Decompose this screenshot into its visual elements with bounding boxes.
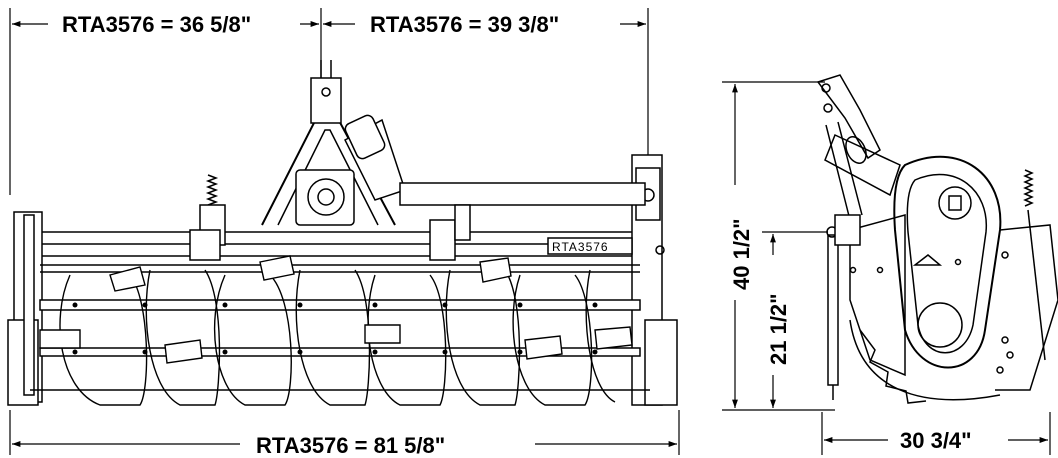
dim-depth: 30 3/4" — [900, 428, 972, 453]
dim-top-left: RTA3576 = 36 5/8" — [62, 12, 251, 37]
side-view — [816, 74, 1058, 404]
dim-bottom-width: RTA3576 = 81 5/8" — [256, 433, 445, 458]
model-plate-label: RTA3576 — [552, 240, 609, 254]
dim-top-right: RTA3576 = 39 3/8" — [370, 12, 559, 37]
dim-height-lower: 21 1/2" — [766, 293, 791, 365]
dim-height-total: 40 1/2" — [729, 218, 754, 290]
dimension-lines — [9, 8, 1051, 455]
front-view — [7, 60, 678, 406]
